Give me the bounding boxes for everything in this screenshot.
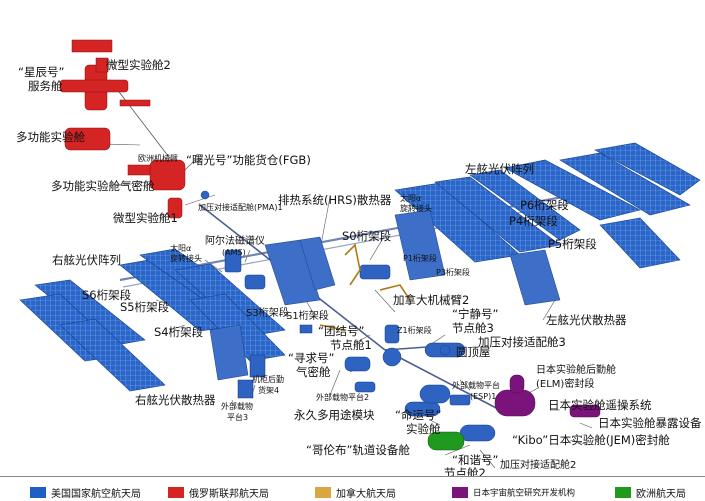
label-p6: P6桁架段 <box>520 198 569 212</box>
label-sarj-right-2: 旋转接头 <box>170 254 202 263</box>
label-destiny: “命运号” <box>395 408 442 422</box>
label-jep: 日本实验舱暴露设备 <box>598 416 702 430</box>
label-era: 欧洲机械臂 <box>138 154 178 163</box>
label-right-array: 右舷光伏阵列 <box>52 253 121 267</box>
label-tranquility: “宁静号” <box>452 307 499 321</box>
legend-swatch <box>30 487 46 498</box>
label-elm-2: (ELM)密封段 <box>536 379 595 390</box>
label-s1: S1桁架段 <box>286 311 329 322</box>
label-ams: 阿尔法磁谱仪 <box>205 236 265 247</box>
label-jemrms: 日本实验舱遥操系统 <box>548 398 652 412</box>
label-canadarm: 加拿大机械臂2 <box>393 293 470 307</box>
legend-swatch <box>615 487 631 498</box>
legend-label: 美国国家航空航天局 <box>51 489 141 500</box>
label-zvezda-2: 服务舱 <box>28 79 63 93</box>
legend-label: 俄罗斯联邦航天局 <box>189 489 269 500</box>
label-pma2: 加压对接适配舱2 <box>500 460 577 471</box>
label-s5: S5桁架段 <box>120 300 170 314</box>
label-unity-2: 节点舱1 <box>330 338 372 352</box>
label-esp3: 外部载物 <box>221 402 253 411</box>
legend-item-csa: 加拿大航天局 <box>315 482 396 500</box>
label-zvezda: “星辰号” <box>18 65 65 79</box>
label-esp1: 外部载物平台 <box>452 381 500 390</box>
label-quest-2: 气密舱 <box>296 365 331 379</box>
label-elc4: 机柜后勤 <box>252 375 284 384</box>
label-z1: Z1桁架段 <box>397 326 432 335</box>
label-hrs: 排热系统(HRS)散热器 <box>278 193 392 207</box>
label-ams-2: (AMS) <box>222 248 246 257</box>
label-unity: “团结号” <box>318 324 365 338</box>
label-mrm1: 微型实验舱1 <box>113 211 178 225</box>
label-p5: P5桁架段 <box>548 237 597 251</box>
label-s0: S0桁架段 <box>342 229 392 243</box>
legend-label: 加拿大航天局 <box>336 489 396 500</box>
label-p3: P3桁架段 <box>436 268 470 277</box>
legend-item-jaxa: 日本宇宙航空研究开发机构 <box>452 482 576 499</box>
european-elements <box>427 431 465 451</box>
label-esp3-2: 平台3 <box>227 413 249 422</box>
label-airlock: 多功能实验舱气密舱 <box>51 179 155 193</box>
radiators <box>209 209 561 381</box>
legend: 美国国家航空航天局 俄罗斯联邦航天局 加拿大航天局 日本宇宙航空研究开发机构 欧… <box>0 476 705 501</box>
label-esp2: 外部载物平台2 <box>316 393 370 402</box>
label-p1: P1桁架段 <box>403 254 437 263</box>
legend-swatch <box>168 487 184 498</box>
label-elc4-2: 货架4 <box>258 386 280 395</box>
label-left-radiator: 左舷光伏散热器 <box>546 313 627 327</box>
label-sarj-left: 太阳α <box>400 194 422 203</box>
legend-item-roscosmos: 俄罗斯联邦航天局 <box>168 482 269 500</box>
label-elm: 日本实验舱后勤舱 <box>536 365 616 376</box>
label-sarj-left-2: 旋转接头 <box>400 204 432 213</box>
label-right-radiator: 右舷光伏散热器 <box>135 393 216 407</box>
label-s3: S3桁架段 <box>246 308 289 319</box>
us-modules <box>200 190 496 442</box>
legend-swatch <box>315 487 331 498</box>
label-cupola: 圆顶屋 <box>456 345 491 359</box>
label-quest: “寻求号” <box>288 351 335 365</box>
label-s6: S6桁架段 <box>82 288 132 302</box>
iss-illustration <box>19 39 701 469</box>
label-harmony: “和谐号” <box>452 453 499 467</box>
legend-label: 日本宇宙航空研究开发机构 <box>473 488 576 499</box>
legend-label: 欧洲航天局 <box>636 489 686 500</box>
label-mlm: 多功能实验舱 <box>16 130 85 144</box>
legend-swatch <box>452 487 468 498</box>
legend-item-nasa: 美国国家航空航天局 <box>30 482 141 500</box>
label-pma1: 加压对接适配舱(PMA)1 <box>198 203 283 212</box>
label-pma3: 加压对接适配舱3 <box>478 335 566 349</box>
label-kibo: “Kibo”日本实验舱(JEM)密封舱 <box>512 433 670 447</box>
russian-segment <box>59 39 186 219</box>
japanese-elements <box>494 374 601 418</box>
label-s4: S4桁架段 <box>154 325 204 339</box>
canadian-elements <box>319 243 411 331</box>
label-destiny-2: 实验舱 <box>406 422 441 436</box>
label-esp1-2: (ESP)1 <box>470 392 497 401</box>
label-zarya-fgb: “曙光号”功能货仓(FGB) <box>186 153 311 167</box>
label-pmm: 永久多用途模块 <box>294 408 375 422</box>
legend-item-esa: 欧洲航天局 <box>615 482 686 500</box>
label-sarj-right: 太阳α <box>170 244 192 253</box>
label-tranquility-2: 节点舱3 <box>452 321 494 335</box>
label-p4: P4桁架段 <box>509 214 558 228</box>
label-left-array: 左舷光伏阵列 <box>465 162 534 176</box>
label-mrm2: 微型实验舱2 <box>106 58 171 72</box>
left-solar-arrays <box>394 142 701 269</box>
label-columbus: “哥伦布”轨道设备舱 <box>306 443 410 457</box>
